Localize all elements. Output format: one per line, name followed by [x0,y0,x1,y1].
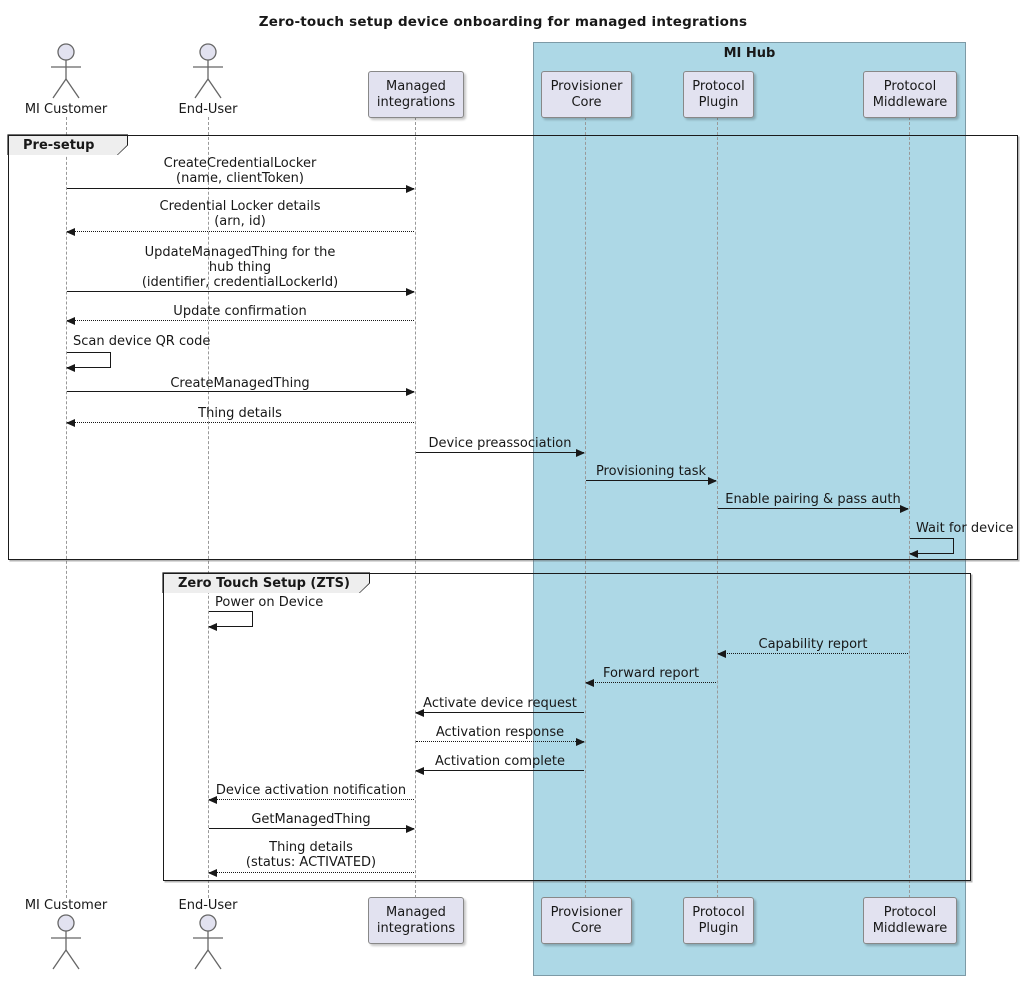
message-arrow-create-managed-thing [67,387,415,396]
frame-zts-label: Zero Touch Setup (ZTS) [164,574,369,593]
frame-presetup: Pre-setup [8,135,1018,560]
lifeline-mi-customer [66,117,67,898]
frame-zts: Zero Touch Setup (ZTS) [163,573,971,881]
message-label-credential-locker-details: Credential Locker details (arn, id) [159,199,321,229]
actor-top-end-user-icon [193,43,223,99]
participant-top-protocol-plugin: Protocol Plugin [683,71,754,118]
lifeline-end-user [208,117,209,898]
message-arrow-enable-pairing [718,504,909,513]
self-message-wait-for-device [909,538,954,558]
actor-top-mi-customer-label: MI Customer [24,102,108,117]
actor-bottom-end-user-label: End-User [178,898,238,913]
message-label-device-preassociation: Device preassociation [428,436,572,451]
message-label-scan-device-qr-code: Scan device QR code [73,334,211,349]
self-message-power-on-device [208,611,253,631]
actor-bottom-mi-customer-label: MI Customer [24,898,108,913]
message-label-enable-pairing: Enable pairing & pass auth [725,492,901,507]
lifeline-managed-integrations [415,117,416,898]
message-label-create-credential-locker: CreateCredentialLocker (name, clientToke… [163,156,317,186]
participant-bottom-provisioner-core: Provisioner Core [541,897,632,944]
message-arrow-thing-details [66,418,414,427]
hub-box-label: MI Hub [723,46,776,61]
arrowhead-left-icon [208,868,217,877]
arrowhead-left-icon [66,363,75,372]
message-arrow-update-confirmation [66,316,414,325]
actor-top-end-user-label: End-User [178,102,238,117]
message-arrow-get-managed-thing [209,824,415,833]
message-label-thing-details: Thing details [198,406,282,421]
arrowhead-left-icon [66,418,75,427]
lifeline-protocol-plugin [717,117,718,898]
participant-top-protocol-middleware: Protocol Middleware [863,71,957,118]
message-arrow-device-activation-notification [208,795,414,804]
arrowhead-left-icon [717,649,726,658]
arrowhead-left-icon [66,316,75,325]
message-label-update-confirmation: Update confirmation [173,304,307,319]
message-label-provisioning-task: Provisioning task [595,464,707,479]
message-arrow-provisioning-task [586,476,717,485]
actor-bottom-mi-customer-icon [51,914,81,970]
hub-box: MI Hub [533,42,966,976]
actor-bottom-end-user-icon [193,914,223,970]
message-arrow-capability-report [717,649,908,658]
message-arrow-credential-locker-details [66,227,414,236]
arrowhead-left-icon [208,622,217,631]
participant-top-provisioner-core: Provisioner Core [541,71,632,118]
message-label-capability-report: Capability report [758,637,868,652]
message-arrow-activate-device-request [415,708,584,717]
arrowhead-left-icon [208,795,217,804]
message-label-activation-response: Activation response [435,725,565,740]
message-label-power-on-device: Power on Device [215,595,324,610]
participant-bottom-protocol-plugin: Protocol Plugin [683,897,754,944]
participant-bottom-managed-integrations: Managed integrations [368,897,464,944]
self-message-scan-device-qr-code [66,352,111,372]
arrowhead-right-icon [708,476,717,485]
message-arrow-create-credential-locker [67,184,415,193]
frame-presetup-label: Pre-setup [9,136,127,155]
message-label-create-managed-thing: CreateManagedThing [170,376,310,391]
diagram-title: Zero-touch setup device onboarding for m… [258,14,748,30]
message-arrow-thing-details-activated [208,868,414,877]
message-label-update-managed-thing: UpdateManagedThing for the hub thing (id… [141,245,339,290]
message-label-activate-device-request: Activate device request [423,696,577,711]
message-label-get-managed-thing: GetManagedThing [251,812,371,827]
arrowhead-left-icon [415,766,424,775]
arrowhead-right-icon [576,737,585,746]
arrowhead-right-icon [406,387,415,396]
arrowhead-left-icon [415,708,424,717]
lifeline-protocol-middleware [909,117,910,898]
participant-top-managed-integrations: Managed integrations [368,71,464,118]
arrowhead-right-icon [900,504,909,513]
message-label-forward-report: Forward report [602,666,700,681]
arrowhead-right-icon [406,184,415,193]
actor-top-mi-customer-icon [51,43,81,99]
message-label-thing-details-activated: Thing details (status: ACTIVATED) [245,840,377,870]
message-arrow-activation-response [416,737,585,746]
arrowhead-left-icon [66,227,75,236]
message-arrow-update-managed-thing [67,287,415,296]
message-arrow-forward-report [585,678,716,687]
arrowhead-right-icon [576,448,585,457]
message-arrow-device-preassociation [416,448,585,457]
arrowhead-left-icon [585,678,594,687]
message-label-activation-complete: Activation complete [435,754,565,769]
message-label-wait-for-device: Wait for device [916,521,1014,536]
message-label-device-activation-notification: Device activation notification [215,783,407,798]
arrowhead-right-icon [406,287,415,296]
arrowhead-left-icon [909,549,918,558]
message-arrow-activation-complete [415,766,584,775]
participant-bottom-protocol-middleware: Protocol Middleware [863,897,957,944]
arrowhead-right-icon [406,824,415,833]
lifeline-provisioner-core [585,117,586,898]
